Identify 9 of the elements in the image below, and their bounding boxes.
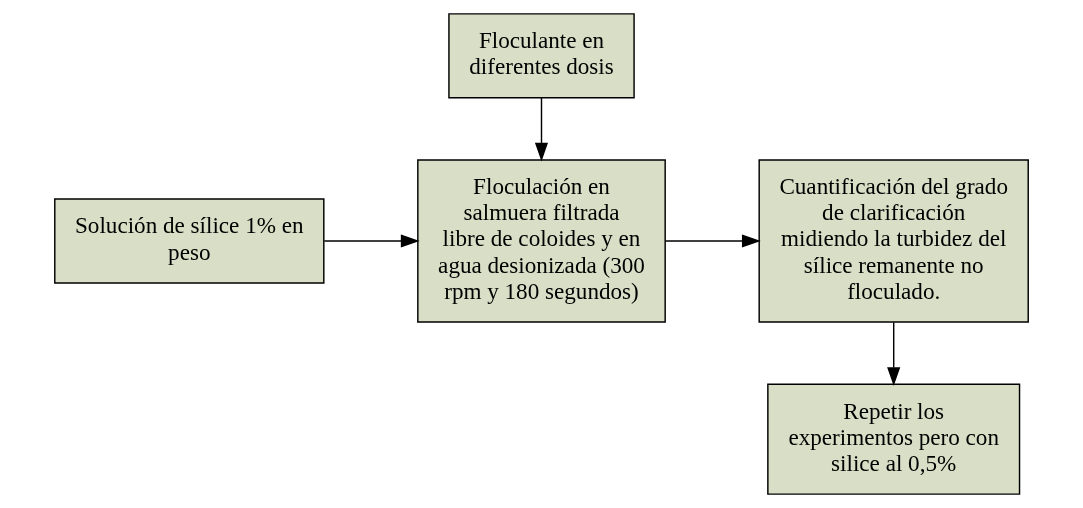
arrow	[323, 234, 420, 248]
node-box: Floculante en diferentes dosis	[448, 13, 635, 99]
arrow	[534, 97, 549, 162]
node-box: Cuantificación del grado de clarificación midiendo la turbidez del sílice remanente no floculado.	[758, 159, 1029, 323]
arrow	[664, 234, 761, 248]
node-box: Solución de sílice 1% en peso	[54, 198, 325, 284]
node-box: Floculación en salmuera filtrada libre de coloides y en agua desionizada (300 rpm y 180 segundos)	[417, 159, 666, 323]
node-box: Repetir los experimentos pero con silice al 0,5%	[767, 383, 1021, 495]
arrow	[887, 321, 901, 386]
